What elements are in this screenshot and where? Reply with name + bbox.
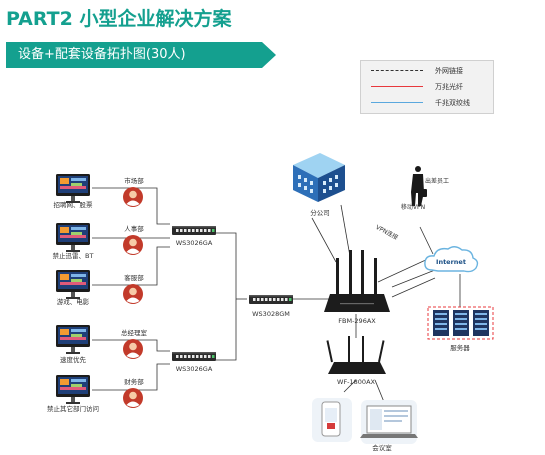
cloud-icon <box>424 246 479 273</box>
building-icon <box>293 153 345 202</box>
switch-label: WS3026GA <box>176 239 213 247</box>
switch-icon <box>172 226 216 235</box>
dept-label: 市场部 <box>124 176 144 185</box>
meeting-room-label: 会议室 <box>372 443 392 452</box>
server-frame <box>427 306 494 340</box>
legend-item-external: 外网链接 <box>361 64 493 78</box>
travel-staff-label: 出差员工 <box>425 177 449 185</box>
monitor-icon <box>56 325 90 354</box>
legend: 外网链接 万兆光纤 千兆双绞线 <box>360 60 494 114</box>
person-icon <box>123 187 143 207</box>
internet-label: Internet <box>436 258 466 266</box>
dept-note: 禁止其它部门访问 <box>47 404 99 413</box>
branch-label: 分公司 <box>310 208 330 217</box>
server-label: 服务器 <box>450 343 470 352</box>
router-icon <box>324 250 390 312</box>
monitor-icon <box>56 174 90 203</box>
person-icon <box>123 284 143 304</box>
page-title: PART2 小型企业解决方案 <box>6 8 232 30</box>
core-switch-icon <box>249 295 293 304</box>
dept-note: 禁止迅雷、BT <box>53 251 94 260</box>
router-label: FBM-296AX <box>338 317 376 325</box>
traveler-icon <box>411 166 427 206</box>
legend-line-blue <box>371 102 423 103</box>
access-point-icon <box>326 336 386 374</box>
legend-label-fiber: 万兆光纤 <box>435 83 463 91</box>
dept-label: 财务部 <box>124 377 144 386</box>
core-switch-label: WS3028GM <box>252 310 290 318</box>
legend-label-external: 外网链接 <box>435 67 463 75</box>
monitor-icon <box>56 270 90 299</box>
legend-line-dashed <box>371 70 423 71</box>
monitor-icon <box>56 375 90 404</box>
legend-item-fiber: 万兆光纤 <box>361 80 493 94</box>
switch-label: WS3026GA <box>176 365 213 373</box>
monitor-icon <box>56 223 90 252</box>
legend-line-red <box>371 86 423 87</box>
dept-note: 速度优先 <box>60 355 87 364</box>
dept-note: 游戏、电影 <box>57 297 90 306</box>
connection-lines <box>92 187 461 403</box>
subtitle-banner: 设备+配套设备拓扑图(30人) <box>6 42 276 68</box>
smartphone-icon <box>312 398 352 442</box>
ap-label: WF-1800AX <box>337 378 375 386</box>
person-icon <box>123 339 143 359</box>
dept-label: 客服部 <box>124 273 144 282</box>
switch-icon <box>172 352 216 361</box>
dept-label: 总经理室 <box>121 328 148 337</box>
vpn-link-label: VPN连接 <box>374 223 399 241</box>
legend-label-twisted: 千兆双绞线 <box>435 99 470 107</box>
laptop-icon <box>360 400 418 444</box>
server-rack-icon <box>433 310 489 336</box>
dept-label: 人事部 <box>124 224 144 233</box>
department-labels: 市场部 人事部 客服部 总经理室 财务部 招聘网、股票 禁止迅雷、BT 游戏、电… <box>47 176 148 413</box>
dept-note: 招聘网、股票 <box>54 200 94 209</box>
mobile-vpn-label: 移动VPN <box>401 203 425 211</box>
legend-item-twisted: 千兆双绞线 <box>361 96 493 110</box>
person-icon <box>123 388 143 408</box>
person-icon <box>123 235 143 255</box>
